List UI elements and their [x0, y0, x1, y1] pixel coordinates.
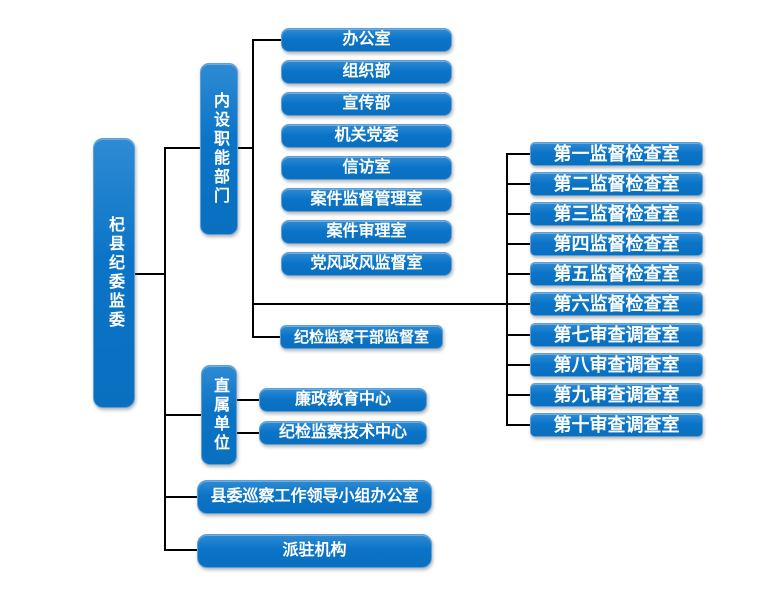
org-node-supervision-inspection-office-4: 第四监督检查室	[530, 232, 703, 256]
org-node-internal-departments: 内设职能部门	[200, 63, 238, 235]
org-node-case-supervision-management-office: 案件监督管理室	[281, 188, 452, 212]
org-node-cadre-supervision-office: 纪检监察干部监督室	[280, 325, 443, 349]
org-node-label: 直属单位	[211, 377, 228, 453]
org-node-label: 县委巡察工作领导小组办公室	[210, 488, 419, 505]
connector-line	[237, 432, 259, 434]
org-node-label: 杞县纪委监委	[106, 216, 123, 330]
org-node-label: 办公室	[342, 31, 391, 48]
org-node-label: 第八审查调查室	[553, 355, 680, 375]
org-node-label: 第三监督检查室	[553, 204, 680, 224]
connector-line	[506, 213, 530, 215]
org-node-root: 杞县纪委监委	[93, 138, 135, 408]
org-node-label: 第二监督检查室	[553, 174, 680, 194]
org-node-organization-dept: 组织部	[281, 60, 452, 84]
connector-line	[252, 39, 254, 338]
org-node-party-conduct-supervision-office: 党风政风监督室	[281, 252, 452, 276]
connector-line	[164, 147, 166, 551]
org-node-label: 第九审查调查室	[553, 385, 680, 405]
org-node-petition-office: 信访室	[281, 156, 452, 180]
connector-line	[237, 399, 259, 401]
org-node-label: 内设职能部门	[211, 92, 228, 206]
connector-line	[252, 39, 281, 41]
connector-line	[164, 414, 201, 416]
org-node-case-review-office: 案件审理室	[281, 220, 452, 244]
org-node-label: 宣传部	[342, 95, 391, 112]
org-node-general-office: 办公室	[281, 28, 452, 52]
org-node-review-investigation-office-7: 第七审查调查室	[530, 323, 703, 347]
org-node-supervision-inspection-office-5: 第五监督检查室	[530, 262, 703, 286]
connector-line	[506, 273, 530, 275]
connector-line	[506, 153, 530, 155]
org-node-county-inspection-leading-group-office: 县委巡察工作领导小组办公室	[197, 480, 432, 514]
org-node-label: 第五监督检查室	[553, 264, 680, 284]
connector-line	[164, 549, 197, 551]
connector-line	[506, 394, 530, 396]
org-node-clean-governance-education-center: 廉政教育中心	[259, 388, 427, 412]
org-node-review-investigation-office-9: 第九审查调查室	[530, 383, 703, 407]
connector-line	[506, 243, 530, 245]
org-node-review-investigation-office-8: 第八审查调查室	[530, 353, 703, 377]
org-node-label: 廉政教育中心	[294, 391, 391, 408]
org-node-label: 派驻机构	[282, 542, 347, 559]
org-node-label: 第十审查调查室	[553, 415, 680, 435]
connector-line	[252, 336, 280, 338]
org-node-label: 第七审查调查室	[553, 325, 680, 345]
connector-line	[506, 424, 530, 426]
org-node-discipline-inspection-tech-center: 纪检监察技术中心	[259, 421, 427, 445]
org-node-publicity-dept: 宣传部	[281, 92, 452, 116]
connector-line	[238, 147, 254, 149]
org-node-supervision-inspection-office-6: 第六监督检查室	[530, 292, 703, 316]
org-node-label: 第四监督检查室	[553, 234, 680, 254]
connector-line	[135, 273, 166, 275]
org-node-label: 第一监督检查室	[553, 144, 680, 164]
org-node-label: 机关党委	[334, 127, 399, 144]
org-node-label: 组织部	[342, 63, 391, 80]
org-node-label: 案件监督管理室	[310, 191, 423, 208]
org-node-supervision-inspection-office-3: 第三监督检查室	[530, 202, 703, 226]
org-node-label: 第六监督检查室	[553, 294, 680, 314]
org-node-label: 纪检监察技术中心	[278, 424, 407, 441]
connector-line	[506, 183, 530, 185]
connector-line	[164, 147, 200, 149]
connector-line	[506, 364, 530, 366]
org-node-supervision-inspection-office-2: 第二监督检查室	[530, 172, 703, 196]
org-node-label: 信访室	[342, 159, 391, 176]
connector-line	[506, 334, 530, 336]
connector-line	[506, 153, 508, 426]
org-node-directly-affiliated-units: 直属单位	[201, 365, 237, 465]
connector-line	[164, 496, 197, 498]
org-node-dispatched-agencies: 派驻机构	[197, 534, 432, 568]
org-node-organ-party-committee: 机关党委	[281, 124, 452, 148]
connector-line	[252, 303, 530, 305]
org-node-label: 案件审理室	[326, 223, 407, 240]
org-node-review-investigation-office-10: 第十审查调查室	[530, 413, 703, 437]
org-node-label: 党风政风监督室	[310, 255, 423, 272]
org-node-label: 纪检监察干部监督室	[293, 328, 429, 346]
org-node-supervision-inspection-office-1: 第一监督检查室	[530, 142, 703, 166]
